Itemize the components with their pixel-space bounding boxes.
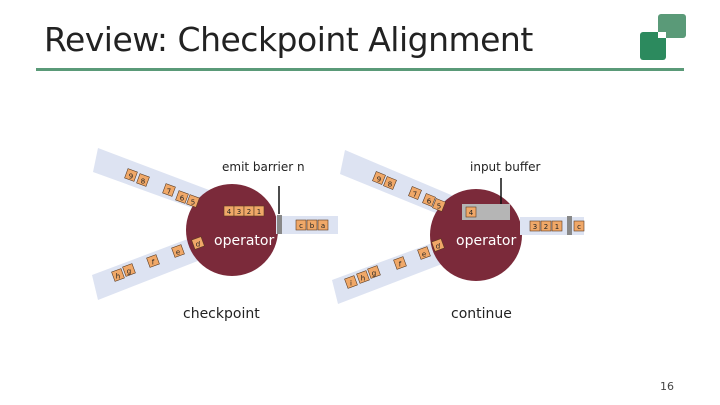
record-box	[383, 176, 397, 190]
record-box	[431, 238, 445, 252]
right-top-records: 9 8 7 6 5	[372, 171, 446, 212]
record-label: 1	[257, 208, 261, 216]
record-label: 9	[377, 176, 381, 184]
record-label: h	[116, 273, 120, 281]
input-buffer-annotation: input buffer	[470, 160, 541, 174]
record-label: 8	[141, 178, 145, 186]
record-label: 2	[544, 223, 548, 231]
right-output-records: 3 2 1 c	[529, 220, 585, 232]
left-operator-label: operator	[214, 233, 275, 249]
record-label: 1	[555, 223, 559, 231]
record-box	[136, 173, 150, 187]
record-box	[124, 168, 138, 182]
record-label: d	[196, 241, 200, 249]
logo-icon	[640, 14, 686, 60]
record-box	[367, 265, 381, 279]
right-diagram: 9 8 7 6 5 i h g f e d 4	[332, 150, 585, 304]
record-label: 7	[413, 191, 417, 199]
left-top-records: 9 8 7 6 5	[124, 168, 200, 208]
record-box	[393, 256, 407, 270]
record-box	[306, 219, 318, 231]
record-label: 4	[469, 209, 474, 217]
record-label: 3	[533, 223, 537, 231]
record-box	[465, 206, 477, 218]
record-label: 4	[227, 208, 232, 216]
record-label: e	[422, 251, 426, 259]
right-bottom-records: i h g f e d	[344, 238, 445, 289]
emit-barrier-annotation: emit barrier n	[222, 160, 305, 174]
record-box	[422, 193, 436, 207]
record-label: a	[321, 222, 325, 230]
record-box	[372, 171, 386, 185]
record-label: 3	[237, 208, 241, 216]
continue-caption: continue	[451, 306, 512, 322]
record-box	[122, 263, 136, 277]
record-label: 9	[129, 173, 133, 181]
page-number: 16	[660, 380, 674, 393]
left-diagram: 9 8 7 6 5 h g f e d 4 3	[92, 148, 338, 300]
record-box	[573, 220, 585, 232]
right-barrier-marker	[567, 216, 572, 235]
record-label: g	[127, 268, 131, 276]
record-label: e	[176, 249, 180, 257]
record-box	[146, 254, 160, 268]
record-label: c	[577, 223, 581, 231]
record-label: 7	[167, 188, 171, 196]
record-label: 5	[191, 199, 195, 207]
record-label: b	[310, 222, 315, 230]
record-label: c	[299, 222, 303, 230]
record-label: 2	[247, 208, 251, 216]
record-box	[171, 244, 185, 258]
record-box	[175, 190, 189, 204]
record-label: 8	[388, 181, 392, 189]
record-box	[191, 236, 205, 250]
record-box	[551, 220, 563, 232]
record-box	[356, 270, 370, 284]
record-box	[529, 220, 541, 232]
record-label: f	[399, 261, 402, 269]
checkpoint-caption: checkpoint	[183, 306, 260, 322]
record-label: g	[372, 270, 376, 278]
record-label: 6	[427, 198, 432, 206]
left-bottom-records: h g f e d	[111, 236, 205, 282]
left-inside-records: 4 3 2 1	[223, 205, 265, 217]
record-box	[432, 198, 446, 212]
record-box	[344, 275, 358, 289]
record-label: d	[436, 243, 440, 251]
record-box	[417, 246, 431, 260]
right-buffer-records: 4	[465, 206, 477, 218]
record-box	[111, 268, 125, 282]
record-box	[162, 183, 176, 197]
left-barrier-marker	[277, 215, 282, 234]
record-box	[317, 219, 329, 231]
title-underline	[36, 68, 684, 71]
record-box	[295, 219, 307, 231]
record-label: i	[350, 280, 352, 288]
record-label: 5	[437, 203, 441, 211]
slide-title: Review: Checkpoint Alignment	[44, 20, 533, 59]
right-operator-label: operator	[456, 233, 517, 249]
record-box	[186, 194, 200, 208]
record-label: h	[361, 275, 365, 283]
record-box	[253, 205, 265, 217]
record-box	[540, 220, 552, 232]
left-operator-circle	[186, 184, 278, 276]
record-box	[408, 186, 422, 200]
left-output-records: c b a	[295, 219, 329, 231]
record-label: f	[152, 259, 155, 267]
record-label: 6	[180, 195, 185, 203]
